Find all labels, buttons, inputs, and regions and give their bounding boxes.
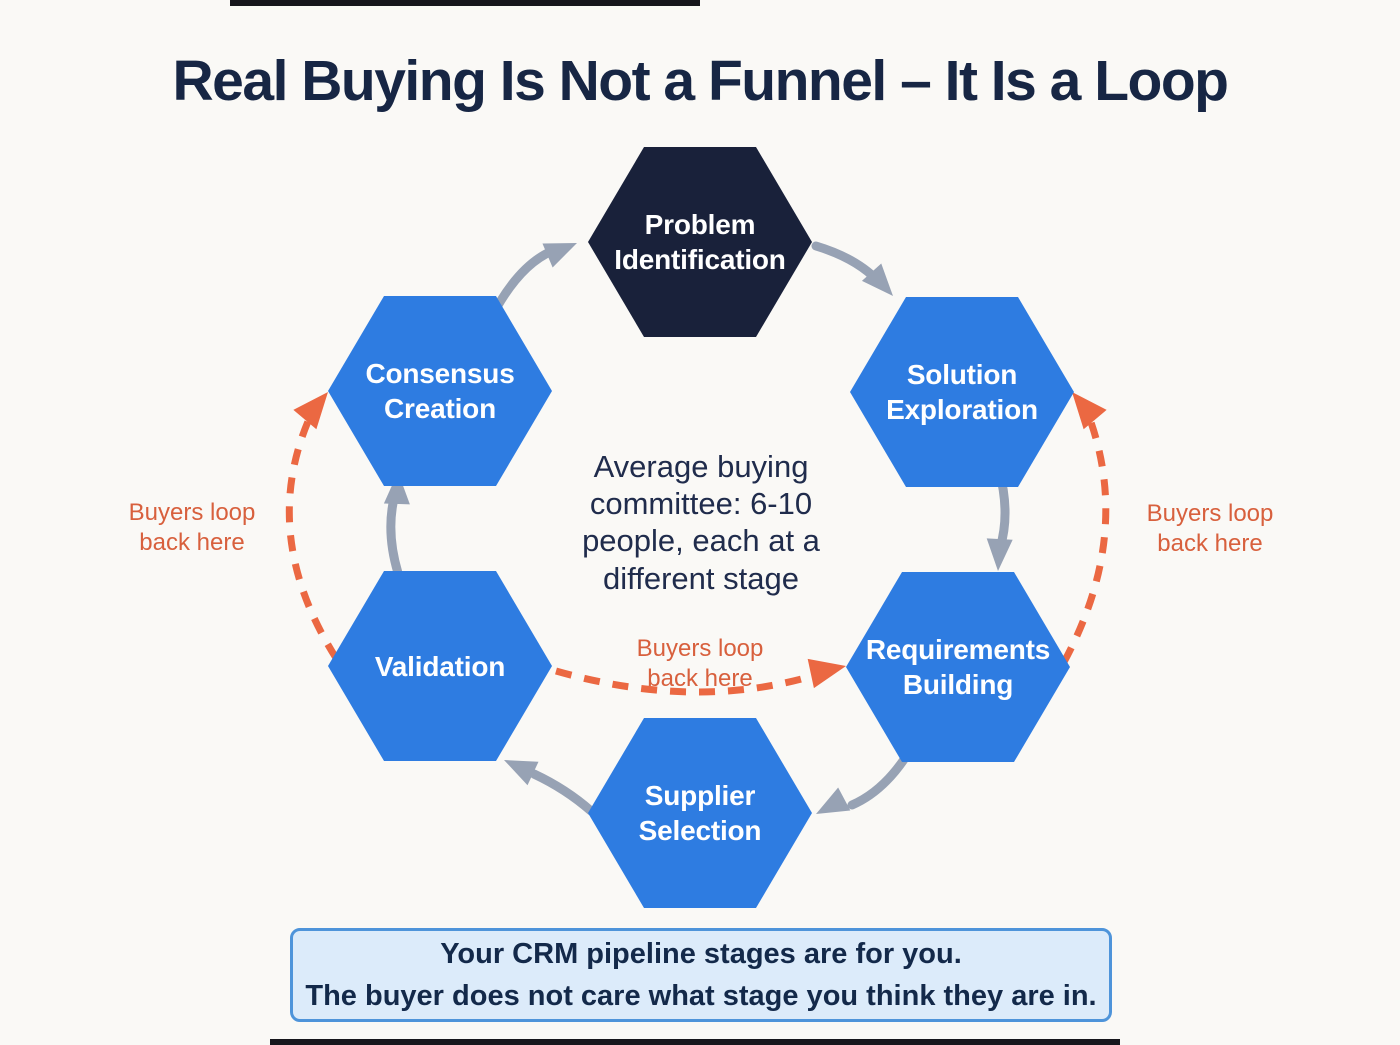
stage-label: Consensus Creation [365,358,515,424]
stage-hex-validation: Validation [328,571,552,761]
top-edge-artifact [230,0,700,6]
footer-note-box: Your CRM pipeline stages are for you. Th… [290,928,1112,1022]
bottom-edge-artifact [270,1039,1120,1045]
loopback-label-left: Buyers loop back here [128,499,256,556]
loopback-arrow-right [1060,392,1110,664]
arrow-problem-to-solution [811,241,893,296]
stage-hex-requirements-building: Requirements Building [846,572,1070,762]
stage-label: Validation [374,650,506,682]
stage-hex-supplier-selection: Supplier Selection [588,718,812,908]
loopback-arrow-left [285,392,339,660]
stage-hex-consensus-creation: Consensus Creation [328,296,552,486]
loopback-label-right: Buyers loop back here [1146,500,1274,557]
stage-hex-solution-exploration: Solution Exploration [850,297,1074,487]
stage-label: Requirements Building [865,634,1051,700]
footer-note-line1: Your CRM pipeline stages are for you. [440,937,962,970]
arrow-validation-to-consensus [383,472,410,578]
center-note: Average buying committee: 6-10 people, e… [582,449,820,596]
stage-label: Solution Exploration [886,359,1038,425]
page-title: Real Buying Is Not a Funnel – It Is a Lo… [172,49,1229,113]
footer-note-line2: The buyer does not care what stage you t… [305,980,1097,1012]
arrow-requirements-to-supplier [816,753,910,814]
stage-label: Problem Identification [614,209,786,275]
loopback-label-center: Buyers loop back here [636,635,764,692]
arrow-supplier-to-validation [504,760,596,816]
stage-label: Supplier Selection [638,780,762,846]
stage-hex-problem-identification: Problem Identification [588,147,812,337]
